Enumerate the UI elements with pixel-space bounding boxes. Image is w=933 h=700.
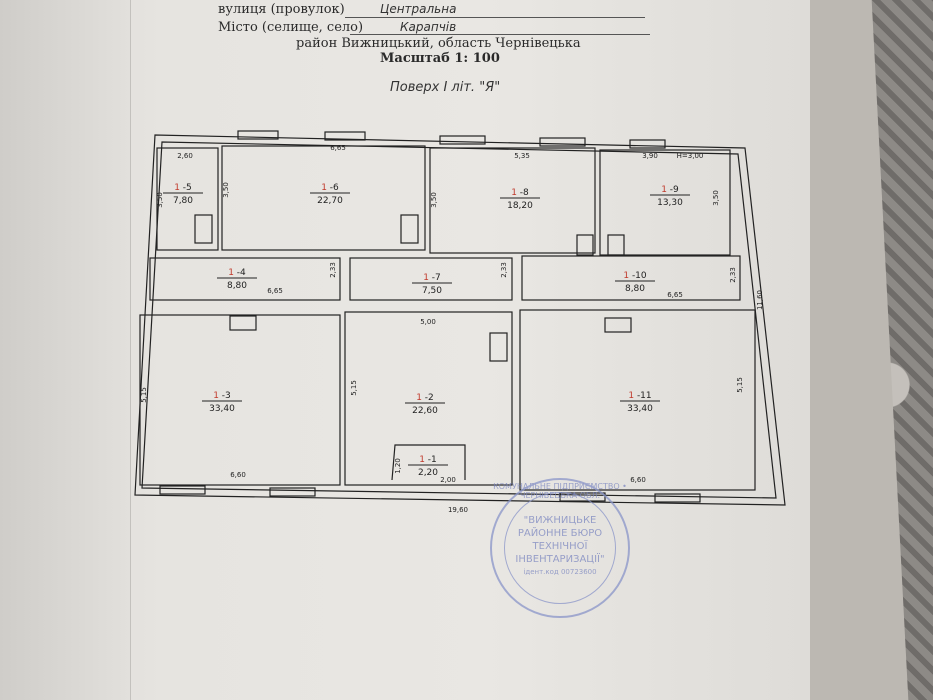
room-dimension: 2,60 — [177, 152, 193, 160]
ceiling-height-note: H=3,00 — [677, 152, 704, 160]
room-area: 8,80 — [227, 281, 247, 291]
room-area: 33,40 — [627, 404, 653, 414]
stamp-text: "ВИЖНИЦЬКЕ РАЙОННЕ БЮРО ТЕХНІЧНОЇ ІНВЕНТ… — [515, 515, 605, 576]
room-dimension: 2,33 — [729, 267, 737, 283]
room-dimension: 3,50 — [712, 190, 720, 206]
district-line: район Вижницький, область Чернівецька — [296, 36, 581, 51]
room-number: 1 -5 — [174, 183, 192, 193]
stove-icon — [194, 214, 213, 244]
room-area: 2,20 — [418, 468, 438, 478]
room-area: 22,70 — [317, 196, 343, 206]
outer-wall — [134, 134, 786, 506]
room-1-3 — [139, 314, 341, 486]
room-number: 1 -6 — [321, 183, 339, 193]
room-dimension: 6,65 — [267, 287, 283, 295]
room-dimension: 2,33 — [329, 262, 337, 278]
room-dimension: 3,50 — [430, 192, 438, 208]
room-number: 1 -8 — [511, 188, 529, 198]
room-number: 1 -1 — [419, 455, 437, 465]
stove-icon — [604, 317, 632, 333]
room-number: 1 -7 — [423, 273, 441, 283]
room-area: 8,80 — [625, 284, 645, 294]
room-area: 7,80 — [173, 196, 193, 206]
overall-depth: 11,60 — [756, 290, 764, 310]
window — [159, 485, 206, 495]
stove-icon — [576, 234, 594, 256]
window — [324, 131, 366, 141]
room-1-4 — [149, 257, 341, 301]
window — [539, 137, 586, 147]
room-number: 1 -3 — [213, 391, 231, 401]
street-value: Центральна — [380, 2, 457, 16]
room-1-1 — [391, 444, 466, 481]
room-dimension: 5,15 — [736, 377, 744, 393]
room-1-2 — [344, 311, 513, 486]
room-number: 1 -9 — [661, 185, 679, 195]
room-dimension: 2,00 — [440, 476, 456, 484]
window — [439, 135, 486, 145]
room-1-8 — [429, 147, 596, 254]
street-underline — [345, 17, 645, 18]
stove-icon — [229, 315, 257, 331]
city-value: Карапчів — [400, 20, 457, 34]
room-dimension: 6,60 — [230, 471, 246, 479]
window — [269, 487, 316, 497]
stamp-ring-text: КОМУНАЛЬНЕ ПІДПРИЄМСТВО • ЧЕРНІВЕЦЬКА ОБ… — [493, 482, 627, 500]
room-1-5 — [156, 147, 219, 251]
room-dimension: 5,00 — [420, 318, 436, 326]
room-dimension: 3,50 — [222, 182, 230, 198]
room-dimension: 1,20 — [394, 458, 402, 474]
room-number: 1 -10 — [623, 271, 647, 281]
room-number: 1 -4 — [228, 268, 246, 278]
room-1-9 — [599, 149, 731, 256]
window — [237, 130, 279, 140]
room-dimension: 3,50 — [156, 192, 164, 208]
room-dimension: 5,35 — [514, 152, 530, 160]
inner-wall-line — [141, 141, 777, 499]
scale-label: Масштаб 1: 100 — [380, 51, 500, 66]
window — [629, 139, 666, 149]
room-dimension: 6,65 — [667, 291, 683, 299]
page-fold — [0, 0, 131, 700]
document-page: вулиця (провулок) Центральна Місто (сели… — [0, 0, 810, 700]
overall-width: 19,60 — [448, 506, 468, 514]
room-area: 13,30 — [657, 198, 683, 208]
room-area: 33,40 — [209, 404, 235, 414]
room-1-11 — [519, 309, 756, 491]
room-dimension: 5,15 — [140, 387, 148, 403]
room-dimension: 6,60 — [630, 476, 646, 484]
room-1-7 — [349, 257, 513, 301]
city-underline — [350, 34, 650, 35]
stove-icon — [607, 234, 625, 256]
room-1-10 — [521, 255, 741, 301]
street-label: вулиця (провулок) — [218, 2, 345, 17]
room-area: 7,50 — [422, 286, 442, 296]
city-label: Місто (селище, село) — [218, 20, 364, 35]
official-stamp: КОМУНАЛЬНЕ ПІДПРИЄМСТВО • ЧЕРНІВЕЦЬКА ОБ… — [490, 478, 630, 618]
room-dimension: 3,90 — [642, 152, 658, 160]
stove-icon — [400, 214, 419, 244]
room-1-6 — [221, 145, 426, 251]
room-area: 18,20 — [507, 201, 533, 211]
floor-title: Поверх I літ. "Я" — [390, 80, 501, 95]
room-dimension: 5,15 — [350, 380, 358, 396]
room-dimension: 6,65 — [330, 144, 346, 152]
stove-icon — [489, 332, 508, 362]
window — [654, 493, 701, 503]
room-number: 1 -2 — [416, 393, 434, 403]
room-dimension: 2,33 — [500, 262, 508, 278]
room-area: 22,60 — [412, 406, 438, 416]
room-number: 1 -11 — [628, 391, 651, 401]
